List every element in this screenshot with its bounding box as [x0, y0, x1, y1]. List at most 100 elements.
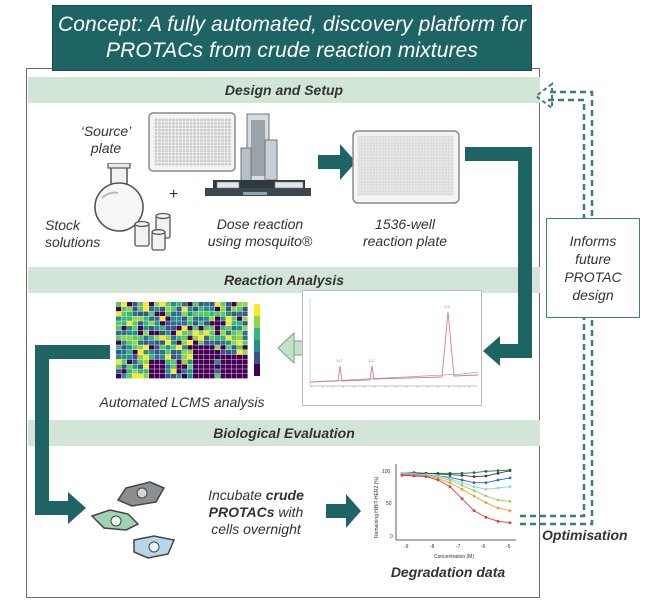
degradation-data-label: Degradation data — [390, 564, 506, 580]
source-plate-label: ‘Source’ plate — [76, 123, 136, 157]
informs-line-2: future — [575, 251, 611, 267]
deg-ytick-0: 0 — [390, 534, 393, 540]
lcms-analysis-label: Automated LCMS analysis — [99, 394, 265, 410]
reaction-plate-icon — [352, 130, 460, 204]
svg-text:1.0: 1.0 — [336, 358, 342, 363]
degradation-point — [484, 474, 488, 478]
degradation-point — [436, 472, 440, 476]
degradation-point — [508, 476, 512, 480]
degradation-point — [484, 469, 488, 473]
source-plate-wells — [154, 118, 231, 166]
deg-ytick-50: 50 — [386, 501, 392, 507]
degradation-point — [484, 487, 488, 491]
degradation-point — [460, 473, 464, 477]
degradation-point — [508, 509, 512, 513]
chromatogram-plot: 1.0 1.2 1.9 — [302, 290, 482, 406]
degradation-point — [484, 494, 488, 498]
source-plate-icon — [148, 112, 236, 172]
degradation-point — [460, 497, 464, 501]
degradation-point — [460, 471, 464, 475]
section-design-setup: Design and Setup — [28, 77, 540, 103]
degradation-chart: Remaining HiBiT-HER2 (%) Concentration (… — [374, 464, 516, 560]
incubate-text-a: Incubate — [208, 487, 266, 503]
stock-label-line2: solutions — [45, 234, 101, 250]
informs-future-design-box: Informs future PROTAC design — [546, 218, 640, 318]
degradation-point — [508, 485, 512, 489]
incubate-crude: crude — [265, 487, 304, 503]
degradation-point — [448, 478, 452, 482]
degradation-point — [472, 485, 476, 489]
section-biological-evaluation: Biological Evaluation — [28, 420, 540, 446]
flask-icon — [94, 163, 144, 232]
degradation-point — [472, 471, 476, 475]
incubate-label: Incubate crude PROTACs with cells overni… — [192, 487, 320, 538]
deg-xlabel: Concentration (M) — [434, 554, 474, 560]
svg-text:1.2: 1.2 — [368, 358, 374, 363]
deg-xtick-5: -5 — [506, 544, 511, 550]
degradation-point — [496, 506, 500, 510]
arrow-cells-to-degradation — [326, 494, 361, 528]
degradation-point — [448, 473, 452, 477]
degradation-point — [436, 478, 440, 482]
degradation-point — [496, 478, 500, 482]
dose-label-line2: using mosquito® — [207, 233, 313, 249]
degradation-point — [496, 486, 500, 490]
degradation-point — [484, 481, 488, 485]
source-label-line2: plate — [90, 140, 122, 156]
dose-reaction-label: Dose reaction using mosquito® — [204, 216, 316, 250]
source-label-line1: ‘Source’ — [80, 123, 132, 139]
degradation-point — [472, 475, 476, 479]
heatmap-colorbar — [254, 304, 260, 376]
arrow-dose-to-plate — [318, 144, 356, 180]
degradation-point — [424, 475, 428, 479]
degradation-point — [508, 521, 512, 525]
deg-xtick-7: -7 — [456, 544, 461, 550]
stock-solutions-label: Stock solutions — [45, 217, 111, 251]
degradation-point — [460, 483, 464, 487]
incubate-line3: cells overnight — [211, 521, 301, 537]
reaction-plate-label: 1536-well reaction plate — [350, 216, 460, 250]
incubate-with: with — [274, 504, 304, 520]
plus-sign: + — [169, 186, 179, 203]
degradation-point — [496, 498, 500, 502]
degradation-point — [412, 474, 416, 478]
degradation-point — [448, 485, 452, 489]
dose-label-line1: Dose reaction — [216, 216, 304, 232]
deg-xtick-6: -6 — [481, 544, 486, 550]
plate-label-line1: 1536-well — [375, 216, 435, 232]
vials-icon — [134, 212, 171, 251]
degradation-point — [508, 499, 512, 503]
incubate-protacs: PROTACs — [208, 504, 275, 520]
informs-line-3: PROTAC — [564, 269, 622, 285]
cells-icon — [90, 481, 176, 559]
degradation-point — [460, 478, 464, 482]
degradation-point — [400, 473, 404, 477]
degradation-point — [448, 481, 452, 485]
stock-label-line1: Stock — [45, 217, 81, 233]
degradation-point — [484, 515, 488, 519]
lcms-heatmap — [116, 302, 260, 379]
mosquito-instrument-icon — [205, 113, 311, 196]
informs-line-1: Informs — [569, 233, 617, 249]
deg-ylabel: Remaining HiBiT-HER2 (%) — [374, 476, 380, 538]
reaction-plate-wells — [357, 135, 454, 196]
degradation-point — [472, 494, 476, 498]
degradation-point — [496, 519, 500, 523]
svg-text:1.9: 1.9 — [444, 304, 450, 309]
deg-xtick-8: -8 — [430, 544, 435, 550]
degradation-point — [460, 481, 464, 485]
title-line-1: Concept: A fully automated, discovery pl… — [58, 13, 526, 36]
degradation-point — [508, 469, 512, 473]
title-banner: Concept: A fully automated, discovery pl… — [52, 5, 532, 71]
degradation-point — [472, 509, 476, 513]
degradation-point — [484, 501, 488, 505]
deg-ytick-100: 100 — [382, 469, 391, 475]
deg-xtick-9: -9 — [404, 544, 409, 550]
degradation-point — [496, 469, 500, 473]
title-line-2: PROTACs from crude reaction mixtures — [106, 39, 478, 62]
degradation-series — [400, 473, 512, 525]
degradation-point — [472, 481, 476, 485]
plate-label-line2: reaction plate — [362, 233, 448, 249]
section-reaction-analysis: Reaction Analysis — [28, 267, 540, 293]
